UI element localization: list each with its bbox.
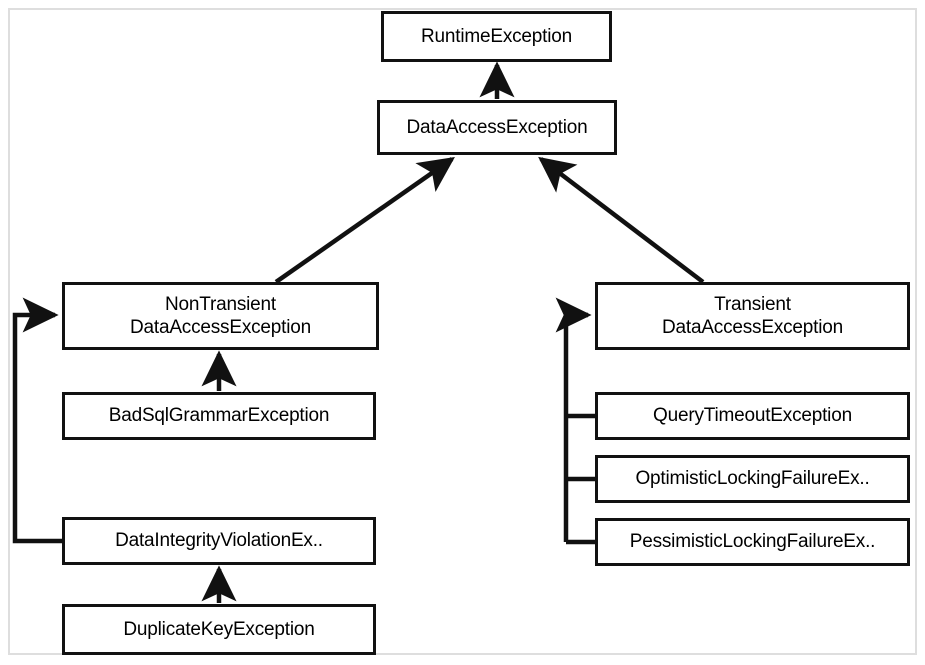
node-label: OptimisticLockingFailureEx.. [635,468,870,490]
node-label: Transient DataAccessException [661,293,843,338]
node-label: DataIntegrityViolationEx.. [115,530,323,552]
node-runtime-exception[interactable]: RuntimeException [381,11,612,62]
node-non-transient-data-access-exception[interactable]: NonTransient DataAccessException [62,282,379,350]
node-pessimistic-locking-failure-exception[interactable]: PessimisticLockingFailureEx.. [595,518,910,566]
node-label: RuntimeException [421,25,572,47]
node-label: QueryTimeoutException [653,405,852,427]
node-label: DataAccessException [406,116,588,138]
node-label: NonTransient DataAccessException [129,293,311,338]
node-transient-data-access-exception[interactable]: Transient DataAccessException [595,282,910,350]
edge-right-spine [555,297,592,542]
node-data-access-exception[interactable]: DataAccessException [377,100,617,155]
node-label: BadSqlGrammarException [108,405,330,427]
node-label: DuplicateKeyException [123,618,315,640]
edge-transient-to-dae [538,156,705,284]
node-label: PessimisticLockingFailureEx.. [629,531,876,553]
node-duplicate-key-exception[interactable]: DuplicateKeyException [62,604,376,655]
node-optimistic-locking-failure-exception[interactable]: OptimisticLockingFailureEx.. [595,455,910,503]
node-query-timeout-exception[interactable]: QueryTimeoutException [595,392,910,440]
edge-integrity-to-nontransient [12,297,62,544]
node-bad-sql-grammar-exception[interactable]: BadSqlGrammarException [62,392,376,440]
edge-nontransient-to-dae [274,156,455,284]
node-data-integrity-violation-exception[interactable]: DataIntegrityViolationEx.. [62,517,376,565]
